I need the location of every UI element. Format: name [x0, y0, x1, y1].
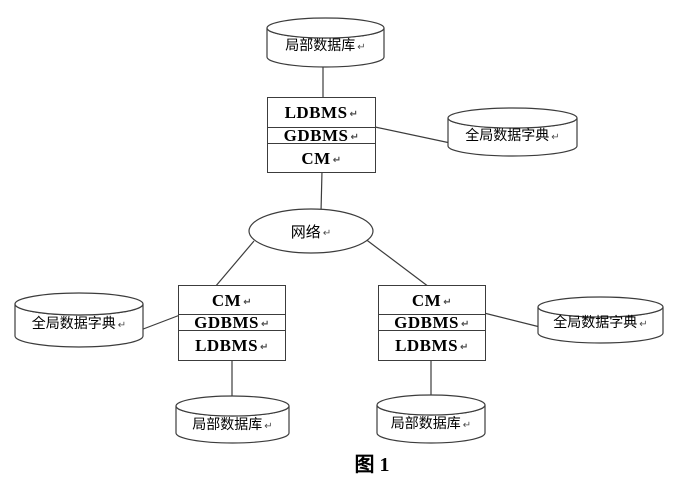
global-dict-top-label: 全局数据字典↵ [448, 125, 577, 145]
top-local-db-cylinder [266, 17, 385, 68]
stack-row-gdbms: GDBMS↵ [179, 313, 285, 332]
bottom-right-local-db-label: 局部数据库↵ [377, 413, 485, 433]
paragraph-mark-icon: ↵ [460, 342, 469, 353]
edge-network-leftserver [214, 240, 255, 288]
stack-row-ldbms: LDBMS↵ [179, 331, 285, 360]
global-dict-right-cylinder [537, 296, 664, 344]
connector-lines [137, 60, 545, 400]
stack-row-cm: CM↵ [179, 286, 285, 315]
stack-row-ldbms: LDBMS↵ [379, 331, 485, 360]
paragraph-mark-icon: ↵ [260, 342, 269, 353]
paragraph-mark-icon: ↵ [639, 318, 648, 330]
edge-topserver-dicttop [374, 126, 456, 145]
figure-caption: 图 1 [354, 454, 390, 476]
row-label: LDBMS [395, 336, 459, 355]
node-label: 局部数据库 [192, 418, 263, 433]
top-server-stack: LDBMS↵ GDBMS↵ CM↵ [267, 97, 376, 173]
paragraph-mark-icon: ↵ [357, 41, 366, 53]
paragraph-mark-icon: ↵ [260, 319, 270, 330]
row-label: GDBMS [394, 313, 459, 332]
paragraph-mark-icon: ↵ [264, 420, 273, 432]
node-label: 全局数据字典 [553, 316, 638, 331]
network-label: 网络↵ [249, 221, 373, 241]
row-label: CM [211, 290, 242, 310]
paragraph-mark-icon: ↵ [551, 131, 560, 143]
paragraph-mark-icon: ↵ [332, 154, 342, 166]
paragraph-mark-icon: ↵ [443, 296, 453, 308]
stack-row-gdbms: GDBMS↵ [268, 126, 375, 145]
edge-dictleft-leftserver [137, 314, 181, 332]
stack-row-cm: CM↵ [268, 144, 375, 172]
stack-row-gdbms: GDBMS↵ [379, 313, 485, 332]
node-label: 全局数据字典 [31, 317, 116, 332]
row-label: GDBMS [283, 126, 349, 145]
bottom-left-local-db-cylinder [175, 395, 290, 444]
edge-network-rightserver [363, 237, 430, 288]
node-label: 局部数据库 [285, 39, 356, 54]
top-local-db-label: 局部数据库↵ [267, 35, 384, 55]
paragraph-mark-icon: ↵ [462, 419, 472, 431]
paragraph-mark-icon: ↵ [350, 132, 360, 143]
paragraph-mark-icon: ↵ [460, 319, 470, 330]
paragraph-mark-icon: ↵ [322, 227, 332, 239]
row-label: CM [301, 148, 331, 168]
paragraph-mark-icon: ↵ [349, 109, 359, 120]
row-label: CM [411, 290, 442, 310]
global-dict-left-label: 全局数据字典↵ [15, 313, 143, 333]
network-ellipse [248, 208, 374, 254]
node-label: 全局数据字典 [465, 129, 550, 144]
global-dict-right-label: 全局数据字典↵ [538, 312, 663, 332]
row-label: GDBMS [194, 313, 259, 332]
global-dict-top-cylinder [447, 107, 578, 157]
edge-topserver-network [320, 170, 323, 213]
row-label: LDBMS [284, 103, 348, 122]
edge-rightserver-dictright [483, 312, 545, 329]
node-label: 网络 [290, 224, 321, 241]
bottom-left-local-db-label: 局部数据库↵ [176, 414, 289, 434]
stack-row-ldbms: LDBMS↵ [268, 98, 375, 128]
right-server-stack: CM↵ GDBMS↵ LDBMS↵ [378, 285, 486, 361]
global-dict-left-cylinder [14, 292, 144, 348]
paragraph-mark-icon: ↵ [243, 296, 253, 308]
row-label: LDBMS [195, 336, 259, 355]
bottom-right-local-db-cylinder [376, 394, 486, 444]
node-label: 局部数据库 [390, 417, 461, 432]
left-server-stack: CM↵ GDBMS↵ LDBMS↵ [178, 285, 286, 361]
stack-row-cm: CM↵ [379, 286, 485, 315]
paragraph-mark-icon: ↵ [117, 319, 127, 331]
